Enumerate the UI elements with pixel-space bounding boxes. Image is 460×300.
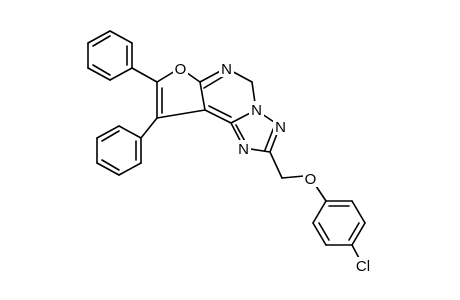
bond-phenyl-left-to-furan <box>140 117 158 139</box>
bond-phenyl-top-to-furan <box>131 67 158 83</box>
chlorophenyl-ring <box>312 200 366 246</box>
atom-o-ether: O <box>305 171 317 188</box>
phenyl-ring-left <box>96 125 142 176</box>
bond-o-aryl <box>315 185 327 202</box>
phenyl-ring-top <box>87 30 133 81</box>
atom-n-bridgehead: N <box>251 102 262 119</box>
atom-n-pyrimidine: N <box>221 61 232 78</box>
bond-ch2 <box>269 151 283 179</box>
atom-cl: Cl <box>356 258 370 275</box>
bond-ch2-o <box>281 175 305 179</box>
atom-n-triazole-top: N <box>275 119 286 136</box>
atom-labels: O N N N N O Cl <box>173 60 374 275</box>
atom-n-triazole-bottom: N <box>238 141 249 158</box>
atom-o-furan: O <box>175 61 187 78</box>
